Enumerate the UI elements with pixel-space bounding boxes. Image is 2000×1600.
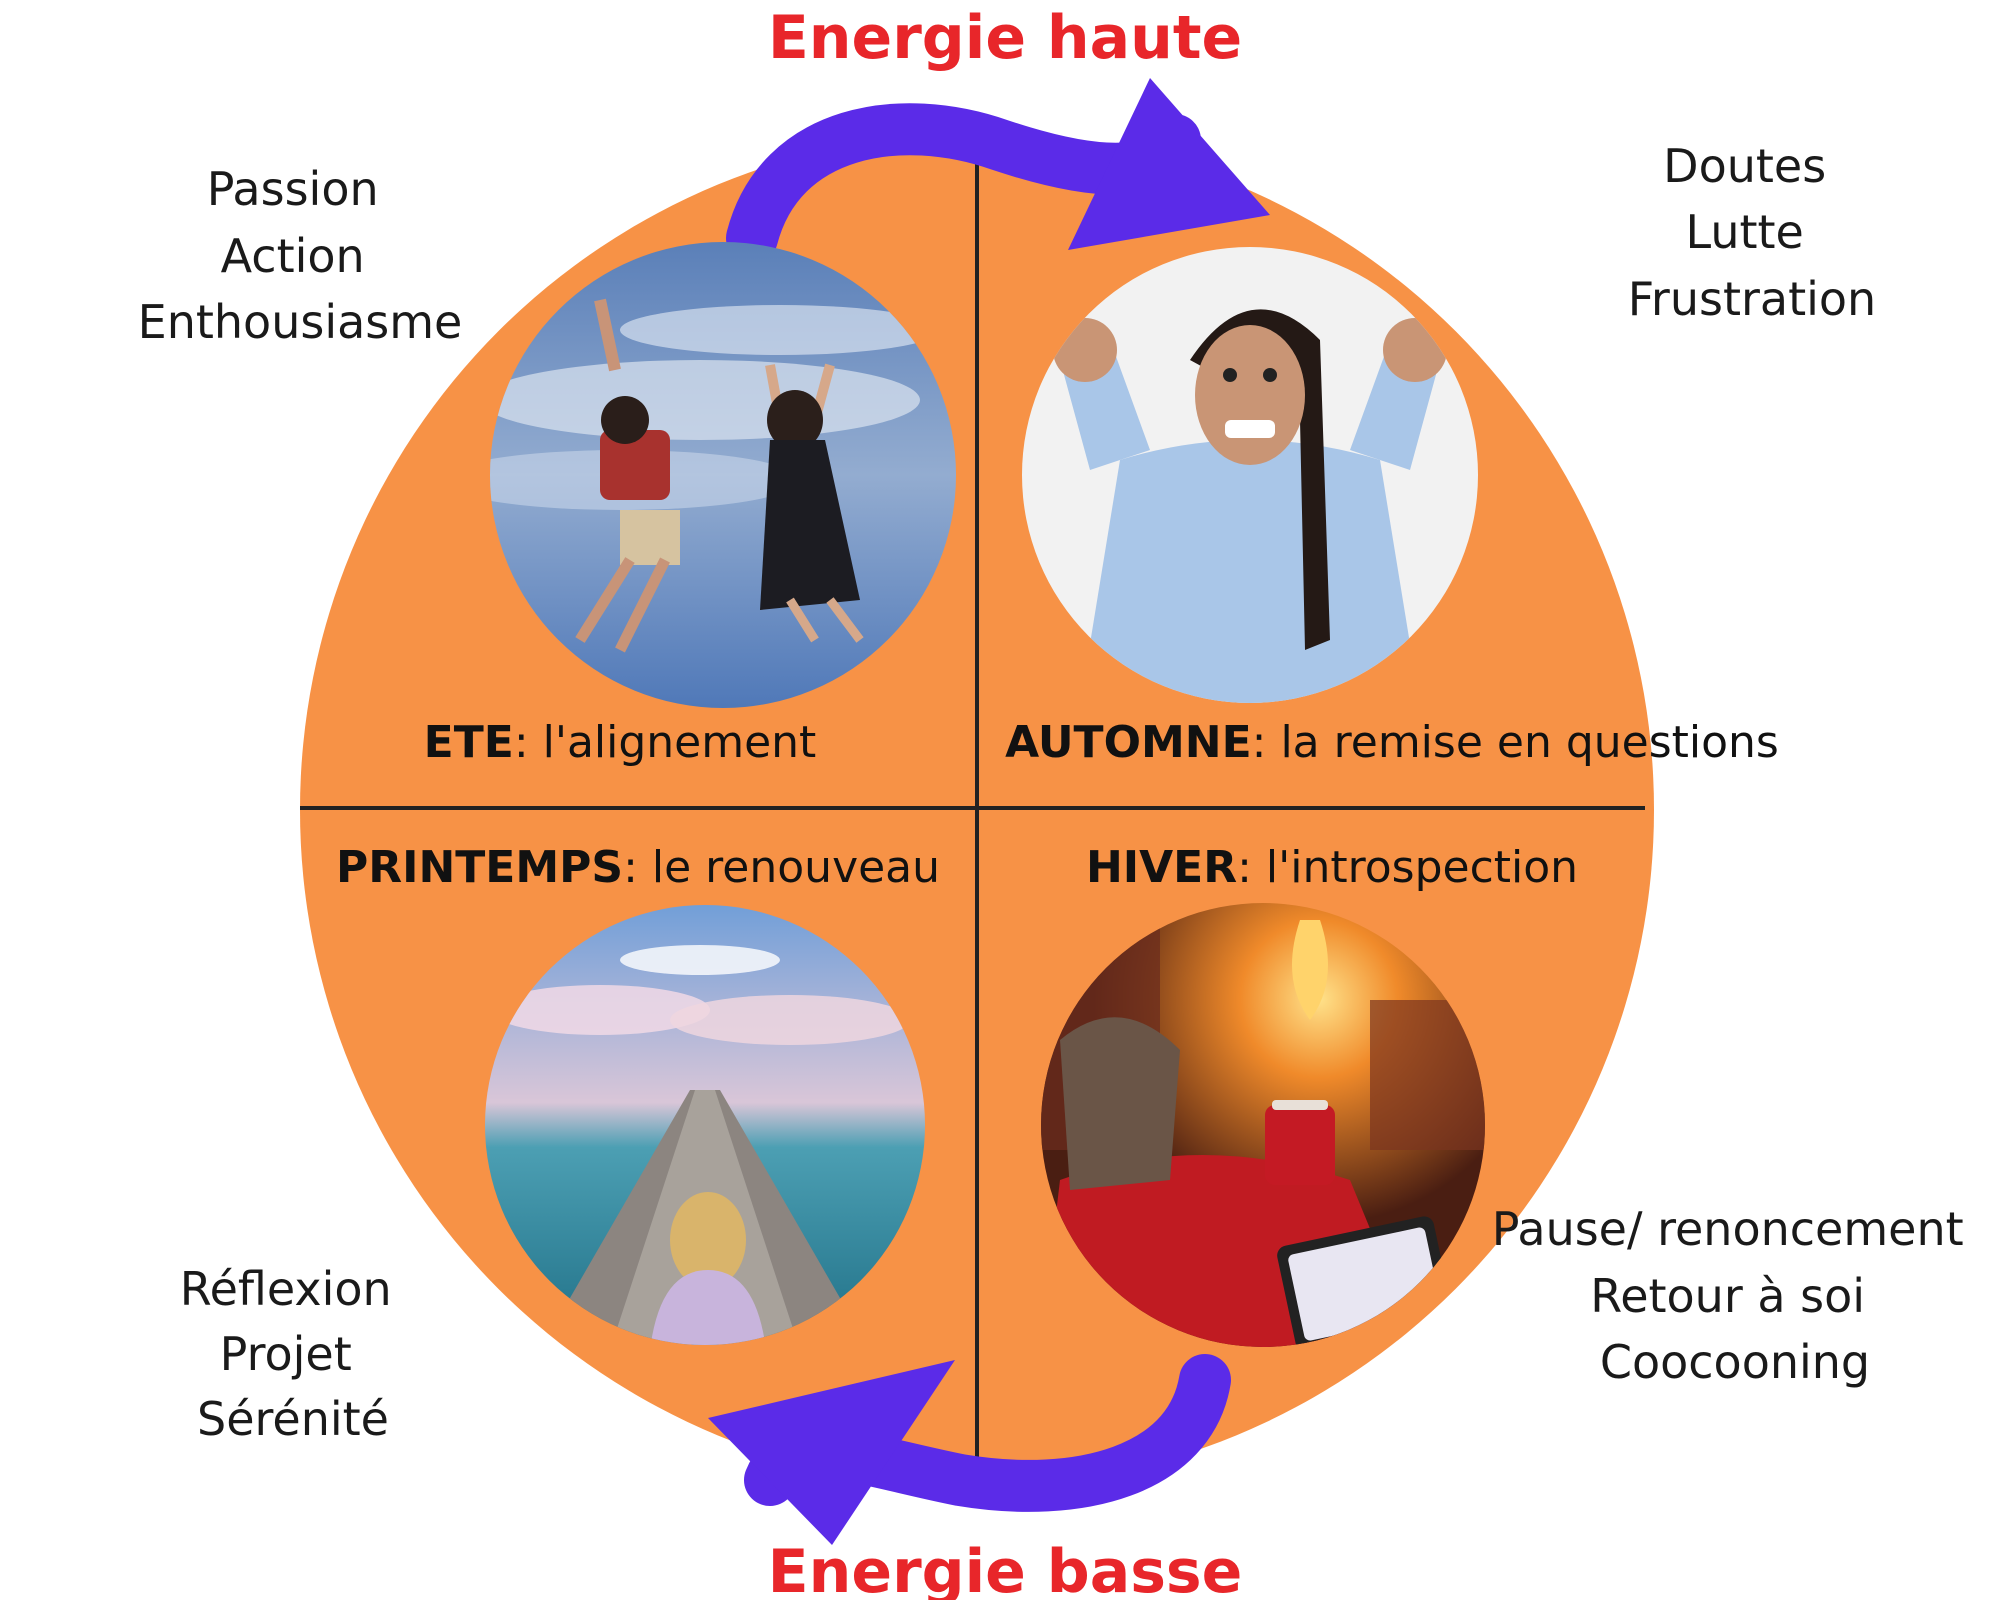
printemps-suffix: : le renouveau (623, 842, 940, 893)
ete-label: ETE: l'alignement (424, 717, 817, 768)
printemps-word-2: Projet (220, 1327, 352, 1381)
angry-woman-photo (1022, 247, 1478, 703)
automne-word-1: Doutes (1663, 139, 1826, 193)
hiver-word-1: Pause/ renoncement (1492, 1202, 1964, 1256)
ete-name: ETE (424, 717, 514, 768)
printemps-name: PRINTEMPS (336, 842, 623, 893)
cozy-fireplace-photo (1041, 903, 1485, 1347)
printemps-word-3: Sérénité (197, 1392, 389, 1446)
arrow-top-icon (726, 78, 1270, 264)
printemps-label: PRINTEMPS: le renouveau (336, 842, 940, 893)
hiver-words: Pause/ renoncement Retour à soi Coocooni… (1492, 1202, 1979, 1389)
arrow-bottom-icon (708, 1354, 1231, 1545)
hiver-name: HIVER (1086, 842, 1237, 893)
printemps-words: Réflexion Projet Sérénité (180, 1262, 407, 1446)
ete-words: Passion Action Enthousiasme (138, 162, 463, 349)
hiver-word-3: Coocooning (1600, 1335, 1870, 1389)
ete-word-3: Enthousiasme (138, 295, 463, 349)
hiver-label: HIVER: l'introspection (1086, 842, 1578, 893)
automne-word-3: Frustration (1628, 272, 1876, 326)
energy-low-title: Energie basse (768, 1537, 1243, 1600)
automne-words: Doutes Lutte Frustration (1628, 139, 1876, 326)
pier-sea-photo (485, 905, 925, 1345)
printemps-word-1: Réflexion (180, 1262, 392, 1316)
ete-word-1: Passion (207, 162, 379, 216)
hiver-suffix: : l'introspection (1237, 842, 1578, 893)
hiver-word-2: Retour à soi (1590, 1269, 1865, 1323)
energy-high-title: Energie haute (768, 3, 1242, 73)
automne-word-2: Lutte (1686, 205, 1804, 259)
ete-word-2: Action (221, 229, 365, 283)
automne-label: AUTOMNE: la remise en questions (1005, 717, 1779, 768)
automne-name: AUTOMNE (1005, 717, 1252, 768)
jumping-people-photo (490, 242, 956, 708)
ete-suffix: : l'alignement (514, 717, 817, 768)
automne-suffix: : la remise en questions (1252, 717, 1779, 768)
